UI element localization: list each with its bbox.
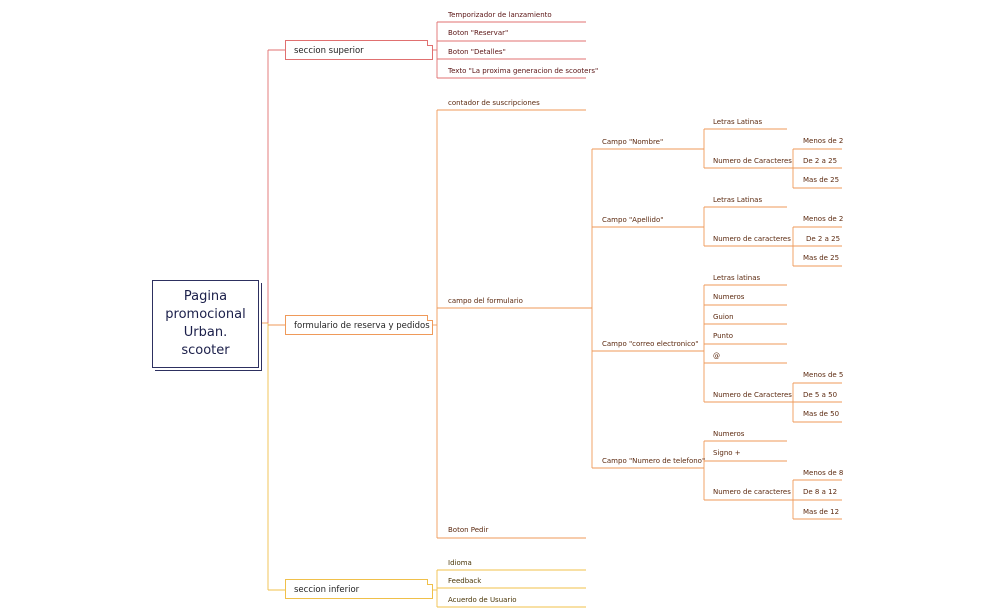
section-formulario-node[interactable]: formulario de reserva y pedidos — [285, 315, 433, 335]
correo-range[interactable]: De 5 a 50 — [803, 391, 838, 399]
root-label: Pagina promocional Urban. scooter — [165, 289, 246, 358]
formulario-campo[interactable]: campo del formulario — [448, 297, 523, 305]
apellido-letras[interactable]: Letras Latinas — [713, 196, 763, 204]
superior-item[interactable]: Boton "Detalles" — [448, 48, 506, 56]
nombre-range[interactable]: Mas de 25 — [803, 176, 840, 184]
telefono-item[interactable]: Signo + — [713, 449, 741, 457]
campo-telefono[interactable]: Campo "Numero de telefono" — [602, 457, 706, 465]
correo-range[interactable]: Menos de 5 — [803, 371, 844, 379]
section-inferior-label: seccion inferior — [294, 585, 360, 595]
section-formulario-label: formulario de reserva y pedidos — [294, 321, 430, 331]
telefono-range[interactable]: De 8 a 12 — [803, 488, 838, 496]
inferior-item[interactable]: Feedback — [448, 577, 482, 585]
formulario-boton-pedir[interactable]: Boton Pedir — [448, 526, 489, 534]
campo-nombre[interactable]: Campo "Nombre" — [602, 138, 664, 146]
correo-range[interactable]: Mas de 50 — [803, 410, 840, 418]
apellido-numero[interactable]: Numero de caracteres — [713, 235, 791, 243]
section-superior-node[interactable]: seccion superior — [285, 40, 433, 60]
superior-item[interactable]: Boton "Reservar" — [448, 29, 509, 37]
correo-item[interactable]: @ — [713, 352, 720, 360]
inferior-item[interactable]: Idioma — [448, 559, 472, 567]
correo-item[interactable]: Numeros — [713, 293, 745, 301]
root-node[interactable]: Pagina promocional Urban. scooter — [152, 280, 259, 368]
apellido-range[interactable]: Mas de 25 — [803, 254, 840, 262]
apellido-range[interactable]: Menos de 2 — [803, 215, 844, 223]
campo-apellido[interactable]: Campo "Apellido" — [602, 216, 664, 224]
nombre-range[interactable]: Menos de 2 — [803, 137, 844, 145]
section-inferior-node[interactable]: seccion inferior — [285, 579, 433, 599]
telefono-range[interactable]: Menos de 8 — [803, 469, 844, 477]
telefono-range[interactable]: Mas de 12 — [803, 508, 840, 516]
correo-item[interactable]: Punto — [713, 332, 733, 340]
telefono-numero[interactable]: Numero de caracteres — [713, 488, 791, 496]
nombre-range[interactable]: De 2 a 25 — [803, 157, 838, 165]
apellido-range[interactable]: De 2 a 25 — [806, 235, 841, 243]
telefono-item[interactable]: Numeros — [713, 430, 745, 438]
superior-item[interactable]: Temporizador de lanzamiento — [448, 11, 552, 19]
nombre-letras[interactable]: Letras Latinas — [713, 118, 763, 126]
superior-item[interactable]: Texto "La proxima generacion de scooters… — [448, 67, 599, 75]
section-superior-label: seccion superior — [294, 46, 364, 56]
correo-numero[interactable]: Numero de Caracteres — [713, 391, 792, 399]
correo-item[interactable]: Guion — [713, 313, 734, 321]
inferior-item[interactable]: Acuerdo de Usuario — [448, 596, 517, 604]
campo-correo[interactable]: Campo "correo electronico" — [602, 340, 699, 348]
correo-item[interactable]: Letras latinas — [713, 274, 761, 282]
formulario-contador[interactable]: contador de suscripciones — [448, 99, 540, 107]
nombre-numero[interactable]: Numero de Caracteres — [713, 157, 792, 165]
